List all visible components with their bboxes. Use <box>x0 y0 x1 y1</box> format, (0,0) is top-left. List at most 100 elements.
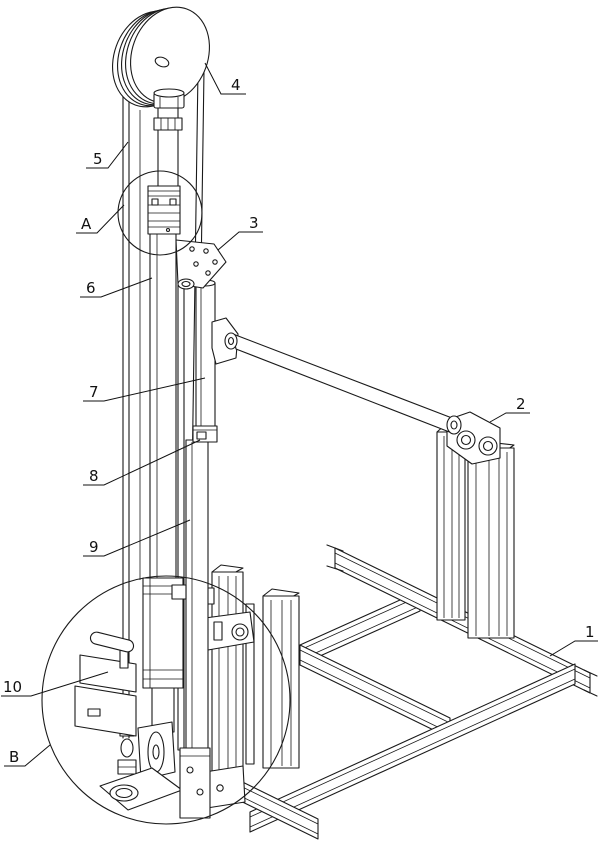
beam-flange-lines <box>249 668 576 828</box>
label-5-text: 5 <box>93 150 103 168</box>
column-6 <box>149 233 177 581</box>
label-1-text: 1 <box>585 623 595 641</box>
arm-left-pin <box>227 336 235 346</box>
cylinder-bands <box>143 578 183 688</box>
sheave-axle <box>152 744 160 760</box>
label-a: A <box>76 204 125 234</box>
i-beam-front <box>249 663 576 833</box>
beam-flange-lines <box>299 649 451 734</box>
label-3-text: 3 <box>249 214 259 232</box>
bolt-hole <box>193 261 199 267</box>
label-a-text: A <box>81 215 92 233</box>
label-4-leader <box>204 62 246 95</box>
pin-hole <box>482 440 494 452</box>
bracket-ring-hole <box>181 280 191 288</box>
pulley-axle-hole <box>154 56 170 68</box>
reference-labels: 4 5 A 3 6 7 8 9 <box>1 62 598 767</box>
label-3-leader <box>217 231 263 251</box>
turnbuckle-eye <box>120 738 134 758</box>
lower-support-posts <box>195 564 300 809</box>
beam-body <box>299 644 451 739</box>
post-channel-lines <box>270 600 292 766</box>
i-beam-inner <box>299 644 451 739</box>
lower-post-rear <box>262 595 300 769</box>
post-channel-lines <box>475 452 508 636</box>
label-8-text: 8 <box>89 467 99 485</box>
label-5-leader <box>86 141 129 169</box>
label-2-leader <box>489 412 530 423</box>
bracket-ring <box>177 278 195 290</box>
beam-end-profile <box>326 544 598 697</box>
tube-9 <box>185 439 209 751</box>
label-7-leader <box>83 377 206 402</box>
left-cable-5 <box>122 59 130 739</box>
pin-eye <box>456 430 476 450</box>
pulley-4 <box>112 6 210 108</box>
bottom-assembly <box>74 577 211 819</box>
cylinder-pin <box>171 584 187 600</box>
label-9-leader <box>83 519 191 557</box>
post-channel-lines <box>218 576 237 788</box>
tube-base-block <box>179 747 211 819</box>
label-9: 9 <box>83 519 191 557</box>
label-1: 1 <box>549 623 598 657</box>
arm-left-eye <box>224 332 238 350</box>
base-bolt <box>216 784 224 792</box>
label-b-text: B <box>9 748 19 766</box>
coupling-block <box>147 185 181 235</box>
clamp-knob-hole <box>235 627 245 637</box>
bracket-pin <box>119 649 129 669</box>
pulley-face <box>130 6 210 104</box>
label-a-leader <box>76 204 125 234</box>
nut-facets <box>160 118 176 130</box>
label-4: 4 <box>204 62 246 95</box>
bracket-lower-plate <box>74 685 137 737</box>
detail-circle-b <box>41 575 291 825</box>
label-3: 3 <box>217 214 263 251</box>
bracket-plate <box>175 239 227 289</box>
label-9-text: 9 <box>89 538 99 556</box>
mounting-bracket-10 <box>74 631 137 737</box>
clamp-knob <box>231 623 249 641</box>
coupling-screw <box>151 198 159 206</box>
label-10-leader <box>1 671 109 697</box>
beam-flange-lines <box>299 595 421 661</box>
post-base-plate <box>204 765 246 809</box>
label-2: 2 <box>489 395 530 423</box>
support-arm-2 <box>211 317 462 435</box>
arm-bar <box>232 333 453 434</box>
coupling-dot <box>165 227 171 233</box>
right-post-front <box>436 431 466 621</box>
label-b: B <box>4 744 51 767</box>
label-8-leader <box>83 439 201 486</box>
label-10-text: 10 <box>3 678 22 696</box>
collar-screw <box>196 431 207 440</box>
bottom-sheave <box>147 731 165 773</box>
bolt-hole <box>189 246 195 252</box>
collar-8 <box>192 425 218 443</box>
anchor-ring-hole <box>115 787 133 799</box>
post-channel-lines <box>443 436 460 618</box>
bracket-handle <box>89 631 135 653</box>
hub-lines <box>159 97 179 108</box>
bolt-hole <box>212 259 218 265</box>
label-7: 7 <box>83 377 206 402</box>
pin-eye <box>478 436 498 456</box>
pulley-hub-top <box>153 88 185 98</box>
label-10: 10 <box>1 671 109 697</box>
label-6-text: 6 <box>86 279 96 297</box>
tube-7 <box>195 282 216 429</box>
bolt-hole <box>205 270 211 276</box>
label-1-leader <box>549 640 598 657</box>
pin-hole <box>460 434 472 446</box>
arm-right-eye <box>446 415 462 435</box>
label-4-text: 4 <box>231 76 241 94</box>
label-2-text: 2 <box>516 395 526 413</box>
lower-post-front <box>211 571 244 791</box>
base-block-bolt <box>196 788 204 796</box>
bracket-3 <box>175 239 227 290</box>
label-b-leader <box>4 744 51 767</box>
bolt-hole <box>203 248 209 254</box>
label-7-text: 7 <box>89 383 99 401</box>
